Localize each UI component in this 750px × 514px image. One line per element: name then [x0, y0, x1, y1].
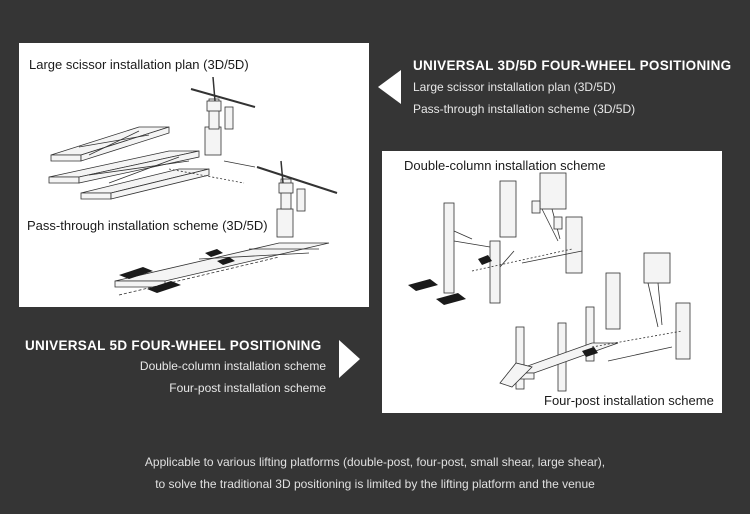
- lift-installation-drawing: [408, 172, 691, 392]
- arrow-right-icon: [339, 340, 360, 378]
- caption-four-post: Four-post installation scheme: [544, 393, 714, 408]
- arrow-left-icon: [378, 70, 401, 104]
- scissor-and-pass-through-illustration: Large scissor installation plan (3D/5D) …: [19, 43, 369, 307]
- caption-large-scissor: Large scissor installation plan (3D/5D): [29, 57, 249, 72]
- caption-pass-through: Pass-through installation scheme (3D/5D): [27, 218, 268, 233]
- footer-line-2: to solve the traditional 3D positioning …: [155, 477, 595, 491]
- double-column-and-four-post-illustration: Double-column installation scheme Four-p…: [382, 151, 722, 413]
- item-3d5d-large-scissor: Large scissor installation plan (3D/5D): [413, 80, 616, 94]
- item-5d-double-column: Double-column installation scheme: [139, 359, 326, 373]
- heading-3d5d: UNIVERSAL 3D/5D FOUR-WHEEL POSITIONING: [413, 58, 732, 73]
- heading-5d: UNIVERSAL 5D FOUR-WHEEL POSITIONING: [25, 338, 322, 353]
- item-3d5d-pass-through: Pass-through installation scheme (3D/5D): [413, 102, 636, 116]
- scissor-lift-drawing: [48, 76, 338, 296]
- caption-double-column: Double-column installation scheme: [404, 158, 606, 173]
- item-5d-four-post: Four-post installation scheme: [169, 381, 326, 395]
- footer-line-1: Applicable to various lifting platforms …: [144, 455, 606, 469]
